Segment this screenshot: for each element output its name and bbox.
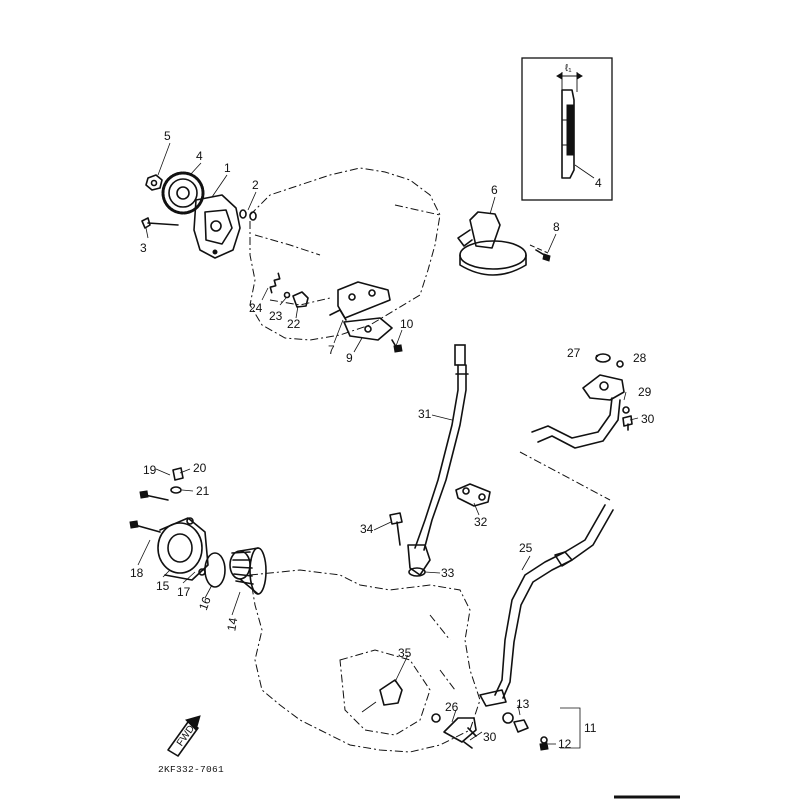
callout-26: 26: [445, 700, 459, 714]
inset-dimension-label: ℓ₁: [565, 63, 572, 74]
callout-2: 2: [252, 178, 259, 192]
callout-20: 20: [193, 461, 207, 475]
union-fitting-lower: [431, 713, 477, 749]
delivery-pipe-bolt-upper: [622, 406, 633, 431]
callout-16: 16: [196, 595, 214, 613]
oil-filter-o-ring: [204, 552, 226, 588]
relief-plunger: [283, 291, 291, 299]
callout-34: 34: [360, 522, 374, 536]
callout-28: 28: [633, 351, 647, 365]
callout-22: 22: [287, 317, 301, 331]
delivery-pipe-gaskets: [595, 353, 624, 368]
tube-gasket: [455, 483, 491, 507]
oil-pump-gear: [161, 171, 205, 215]
callout-21: 21: [196, 484, 210, 498]
callout-30-lower: 30: [483, 730, 497, 744]
pump-dowel-pins: [239, 209, 257, 221]
callout-7: 7: [328, 343, 335, 357]
callout-10: 10: [400, 317, 414, 331]
callout-32: 32: [474, 515, 488, 529]
gear-nut: [145, 174, 163, 191]
callout-33: 33: [441, 566, 455, 580]
oil-strainer: [457, 211, 549, 276]
callout-9: 9: [346, 351, 353, 365]
callout-15: 15: [156, 579, 170, 593]
callout-29: 29: [638, 385, 652, 399]
plate-screw: [391, 339, 403, 353]
relief-plug: [292, 291, 309, 308]
pump-screw: [141, 217, 179, 229]
callout-14: 14: [224, 616, 240, 632]
tube-bolt: [389, 512, 403, 546]
callout-6: 6: [491, 183, 498, 197]
leader-lines: [137, 142, 639, 749]
callout-35: 35: [398, 646, 412, 660]
oil-pipe: [479, 451, 614, 707]
union-bolt: [502, 712, 549, 751]
callout-27: 27: [567, 346, 581, 360]
drawing-code: 2KF332-7061: [158, 764, 224, 775]
callout-23: 23: [269, 309, 283, 323]
callout-19: 19: [143, 463, 157, 477]
callout-12: 12: [558, 737, 572, 751]
callout-8: 8: [553, 220, 560, 234]
inset-part-number: 4: [595, 176, 602, 190]
oil-filter-cover: [157, 517, 209, 581]
part-callouts: 5 4 1 2 3 6 8 24 23 22 7 9 10 31 27 28 2…: [130, 129, 655, 751]
callout-17: 17: [177, 585, 191, 599]
drain-bolt-and-washer: [170, 467, 184, 494]
oil-delivery-pipe-upper: [531, 374, 625, 449]
baffle-plate: [329, 281, 391, 321]
oil-pump-body: [193, 194, 241, 259]
lower-crankcase-outline: [249, 569, 481, 753]
oil-level-tube: [407, 344, 469, 576]
callout-1: 1: [224, 161, 231, 175]
callout-31: 31: [418, 407, 432, 421]
callout-25: 25: [519, 541, 533, 555]
filter-cover-bolts: [129, 490, 169, 533]
guide-plate: [343, 317, 393, 341]
callout-30-upper: 30: [641, 412, 655, 426]
callout-5: 5: [164, 129, 171, 143]
strainer-bolt: [535, 249, 551, 262]
callout-18: 18: [130, 566, 144, 580]
oil-seal-guide: [361, 679, 403, 713]
relief-spring: [269, 272, 281, 294]
callout-13: 13: [516, 697, 530, 711]
callout-3: 3: [140, 241, 147, 255]
oil-filter-element: [229, 547, 267, 595]
callout-4: 4: [196, 149, 203, 163]
callout-11: 11: [584, 721, 597, 735]
callout-24: 24: [249, 301, 263, 315]
forward-direction-arrow: FWD: [167, 715, 201, 757]
gear-detail-inset: ℓ₁ 4: [521, 57, 613, 201]
upper-crankcase-outline: [249, 167, 441, 341]
